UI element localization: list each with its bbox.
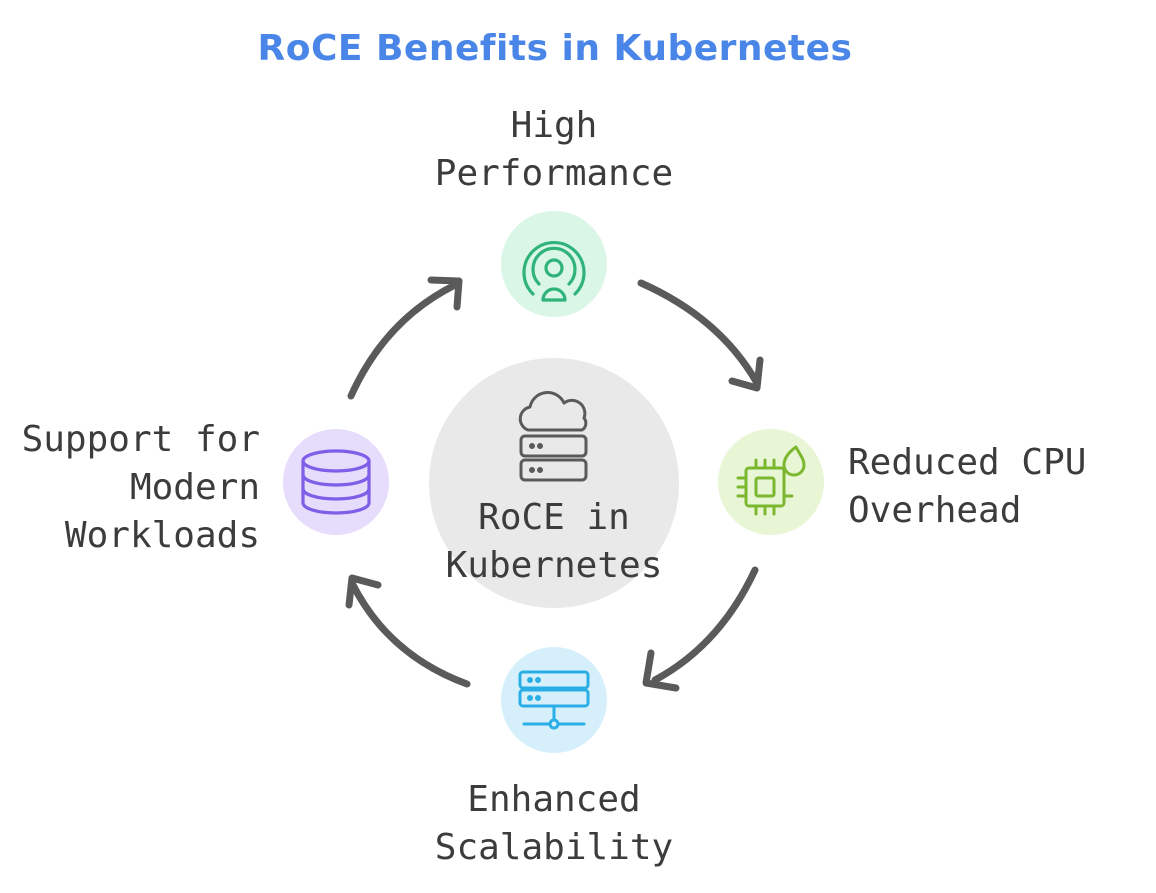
- label-left-line3: Workloads: [64, 515, 260, 556]
- label-bottom-line2: Scalability: [434, 827, 674, 868]
- node-circle-right: [718, 429, 824, 535]
- center-circle: [429, 358, 679, 608]
- cpu-flame-icon: [736, 445, 806, 516]
- center-label: RoCE in Kubernetes: [429, 494, 679, 590]
- node-circle-left: [283, 429, 389, 535]
- label-support-modern-workloads: Support for Modern Workloads: [20, 416, 260, 560]
- label-top-line1: High: [510, 105, 598, 146]
- diagram-title: RoCE Benefits in Kubernetes: [257, 28, 853, 69]
- broadcast-user-icon: [522, 240, 586, 302]
- database-icon: [301, 449, 371, 515]
- label-right-line2: Overhead: [848, 490, 1022, 531]
- node-circle-bottom: [501, 647, 607, 753]
- cloud-server-icon: [518, 391, 588, 482]
- arrow-right-to-bottom: [642, 566, 759, 692]
- node-circle-top: [501, 211, 607, 317]
- arrow-bottom-to-left: [345, 574, 471, 688]
- label-high-performance: High Performance: [404, 102, 704, 198]
- center-label-line2: Kubernetes: [445, 545, 663, 586]
- label-left-line2: Modern: [129, 467, 260, 508]
- label-reduced-cpu-overhead: Reduced CPU Overhead: [848, 439, 1086, 535]
- label-bottom-line1: Enhanced: [467, 779, 641, 820]
- server-network-icon: [518, 670, 590, 730]
- label-left-line1: Support for: [21, 419, 260, 460]
- arrow-left-to-top: [347, 276, 463, 400]
- label-enhanced-scalability: Enhanced Scalability: [404, 776, 704, 872]
- label-top-line2: Performance: [434, 153, 674, 194]
- center-label-line1: RoCE in: [478, 497, 630, 538]
- label-right-line1: Reduced CPU: [848, 442, 1087, 483]
- arrow-top-to-right: [637, 279, 764, 392]
